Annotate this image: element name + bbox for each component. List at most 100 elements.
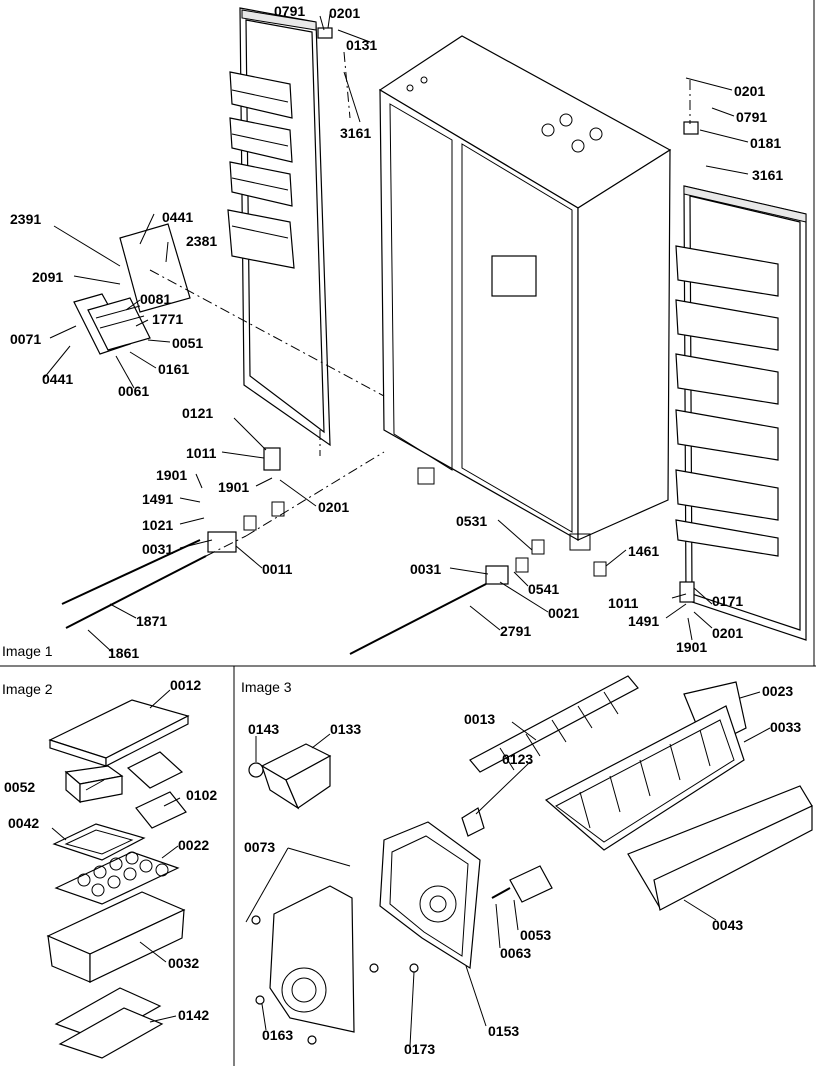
hinge-icon (317, 27, 333, 39)
image3-panel: Image 3 (241, 675, 813, 1057)
screw-icon (248, 762, 264, 778)
screw-icon (409, 963, 419, 973)
callout-0201: 0201 (318, 499, 349, 515)
callout-0022: 0022 (178, 837, 209, 853)
callout-2091: 2091 (32, 269, 63, 285)
screw-icon (251, 915, 261, 925)
callout-0053: 0053 (520, 927, 551, 943)
callout-0012: 0012 (170, 677, 201, 693)
screw-icon (307, 1035, 317, 1045)
callout-0201: 0201 (734, 83, 765, 99)
callout-0043: 0043 (712, 917, 743, 933)
hinge-icon (683, 121, 699, 135)
callout-0541: 0541 (528, 581, 559, 597)
image1-callouts: 0791 0201 0131 3161 0201 0791 0181 3161 … (2, 3, 783, 661)
callout-0021: 0021 (548, 605, 579, 621)
screw-icon (369, 963, 379, 973)
callout-0063: 0063 (500, 945, 531, 961)
callout-0791: 0791 (736, 109, 767, 125)
callout-0031: 0031 (410, 561, 441, 577)
callout-1011: 1011 (186, 445, 217, 461)
callout-0791: 0791 (274, 3, 305, 19)
callout-0073: 0073 (244, 839, 275, 855)
image1-panel: 0791 0201 0131 3161 0201 0791 0181 3161 … (2, 3, 807, 661)
dispenser-opening (491, 255, 537, 297)
callout-0032: 0032 (168, 955, 199, 971)
callout-0081: 0081 (140, 291, 171, 307)
callout-0013: 0013 (464, 711, 495, 727)
callout-0033: 0033 (770, 719, 801, 735)
image3-leaders (245, 691, 771, 1047)
callout-1901: 1901 (218, 479, 249, 495)
freezer-door-shelves (227, 71, 295, 269)
hinges (207, 27, 699, 603)
callout-2391: 2391 (10, 211, 41, 227)
callout-0181: 0181 (750, 135, 781, 151)
callout-0031: 0031 (142, 541, 173, 557)
callout-3161: 3161 (752, 167, 783, 183)
image2-callouts: 0012 0052 0102 0042 0022 0032 0142 (4, 677, 217, 1023)
fresh-food-door-shelves (675, 245, 779, 557)
image1-title: Image 1 (2, 643, 53, 659)
ice-maker-parts (248, 675, 813, 1045)
callout-1011: 1011 (608, 595, 639, 611)
image2-leaders (51, 689, 181, 1023)
ice-tray-cups (77, 851, 169, 897)
callout-0153: 0153 (488, 1023, 519, 1039)
callout-1461: 1461 (628, 543, 659, 559)
alignment-lines (149, 51, 691, 537)
callout-0121: 0121 (182, 405, 213, 421)
callout-0531: 0531 (456, 513, 487, 529)
callout-0123: 0123 (502, 751, 533, 767)
callout-0142: 0142 (178, 1007, 209, 1023)
callout-1491: 1491 (142, 491, 173, 507)
ice-bin-parts (46, 699, 190, 1059)
image2-panel: Image 2 (2, 677, 217, 1059)
callout-0061: 0061 (118, 383, 149, 399)
callout-3161: 3161 (340, 125, 371, 141)
ice-maker-assembly (73, 223, 191, 355)
callout-0201: 0201 (712, 625, 743, 641)
fresh-food-door (675, 185, 807, 641)
callout-1901: 1901 (156, 467, 187, 483)
refrigerator-cabinet (378, 35, 672, 551)
freezer-door (227, 7, 331, 447)
callout-2791: 2791 (500, 623, 531, 639)
hinge-icon (263, 447, 281, 471)
callout-2381: 2381 (186, 233, 217, 249)
callout-0163: 0163 (262, 1027, 293, 1043)
callout-0143: 0143 (248, 721, 279, 737)
image2-title: Image 2 (2, 681, 53, 697)
leader-lines (43, 13, 749, 653)
callout-1771: 1771 (152, 311, 183, 327)
hinge-icon (485, 565, 509, 585)
callout-0161: 0161 (158, 361, 189, 377)
callout-0042: 0042 (8, 815, 39, 831)
callout-0051: 0051 (172, 335, 203, 351)
screw-icon (255, 995, 265, 1005)
callout-0071: 0071 (10, 331, 41, 347)
callout-1871: 1871 (136, 613, 167, 629)
rods (61, 535, 487, 655)
callout-0023: 0023 (762, 683, 793, 699)
callout-0441: 0441 (42, 371, 73, 387)
callout-1491: 1491 (628, 613, 659, 629)
image3-title: Image 3 (241, 679, 292, 695)
callout-0131: 0131 (346, 37, 377, 53)
callout-0011: 0011 (262, 561, 293, 577)
callout-0173: 0173 (404, 1041, 435, 1057)
callout-1861: 1861 (108, 645, 139, 661)
callout-0201: 0201 (329, 5, 360, 21)
callout-0441: 0441 (162, 209, 193, 225)
image3-callouts: 0143 0133 0013 0023 0033 0123 0073 0053 … (244, 683, 801, 1057)
callout-0102: 0102 (186, 787, 217, 803)
hinge-icon (207, 531, 237, 553)
callout-0171: 0171 (712, 593, 743, 609)
callout-1901: 1901 (676, 639, 707, 655)
callout-1021: 1021 (142, 517, 173, 533)
callout-0133: 0133 (330, 721, 361, 737)
callout-0052: 0052 (4, 779, 35, 795)
hinge-icon (679, 581, 695, 603)
